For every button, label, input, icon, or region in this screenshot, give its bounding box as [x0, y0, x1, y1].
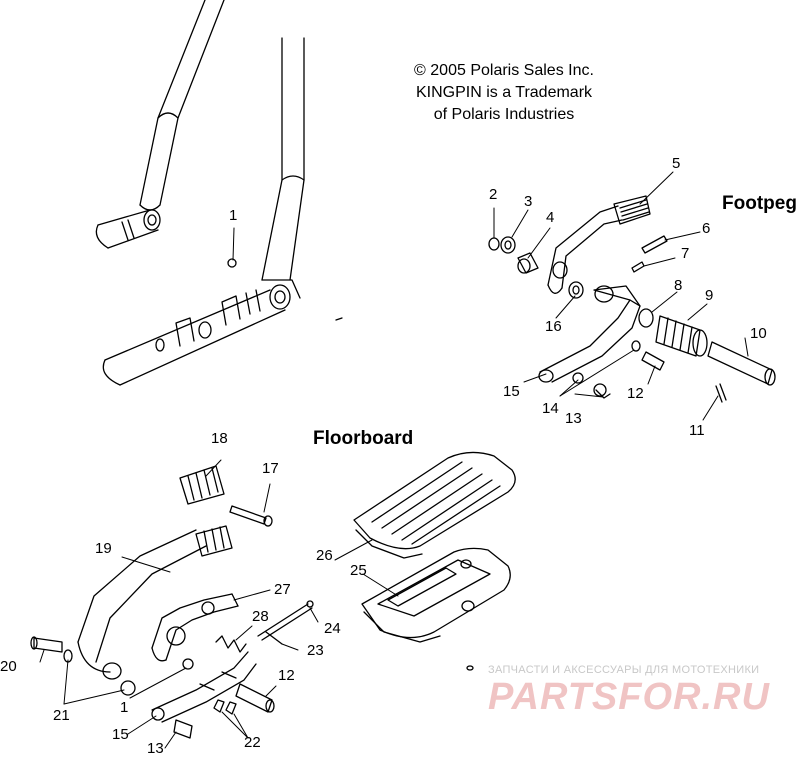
- callout-10: 10: [750, 325, 767, 342]
- callout-20: 20: [0, 658, 17, 675]
- callout-14: 14: [542, 400, 559, 417]
- callout-7: 7: [681, 245, 690, 262]
- callout-21: 21: [53, 707, 70, 724]
- callout-1-frame: 1: [229, 207, 238, 224]
- watermark-tagline: ЗАПЧАСТИ И АКСЕССУАРЫ ДЛЯ МОТОТЕХНИКИ: [488, 664, 760, 676]
- callout-19: 19: [95, 540, 112, 557]
- callout-3: 3: [524, 193, 533, 210]
- watermark-logo: PARTSFOR.RU: [488, 676, 770, 718]
- callout-26: 26: [316, 547, 333, 564]
- callout-22: 22: [244, 734, 261, 751]
- callout-2: 2: [489, 186, 498, 203]
- copyright-line-2: KINGPIN is a Trademark: [415, 84, 593, 101]
- callout-11: 11: [689, 422, 705, 439]
- footpeg-heading: Footpeg: [722, 193, 797, 214]
- callout-17: 17: [262, 460, 279, 477]
- callout-16: 16: [545, 318, 562, 335]
- floorboard-assembly: [30, 451, 516, 739]
- callout-9: 9: [705, 287, 714, 304]
- callout-12-footpeg: 12: [627, 385, 644, 402]
- callout-1-floor: 1: [120, 699, 129, 716]
- callout-15-floor: 15: [112, 726, 129, 743]
- copyright-notice: © 2005 Polaris Sales Inc. KINGPIN is a T…: [372, 60, 636, 126]
- footpeg-assembly: [488, 195, 776, 403]
- callout-13-footpeg: 13: [565, 410, 582, 427]
- callout-18: 18: [211, 430, 228, 447]
- callout-5: 5: [672, 155, 681, 172]
- callout-15-footpeg: 15: [503, 383, 520, 400]
- callout-25: 25: [350, 562, 367, 579]
- callout-27: 27: [274, 581, 291, 598]
- callout-4: 4: [546, 209, 555, 226]
- callout-23: 23: [307, 642, 324, 659]
- copyright-line-1: © 2005 Polaris Sales Inc.: [414, 62, 594, 79]
- callout-24: 24: [324, 620, 341, 637]
- callout-8: 8: [674, 277, 683, 294]
- frame-tubes: [95, 0, 343, 386]
- callout-12-floor: 12: [278, 667, 295, 684]
- floorboard-heading: Floorboard: [313, 428, 414, 449]
- callout-28: 28: [252, 608, 269, 625]
- callout-13-floor: 13: [147, 740, 164, 757]
- callout-6: 6: [702, 220, 711, 237]
- leader-lines: [39, 171, 749, 749]
- copyright-line-3: of Polaris Industries: [433, 106, 575, 123]
